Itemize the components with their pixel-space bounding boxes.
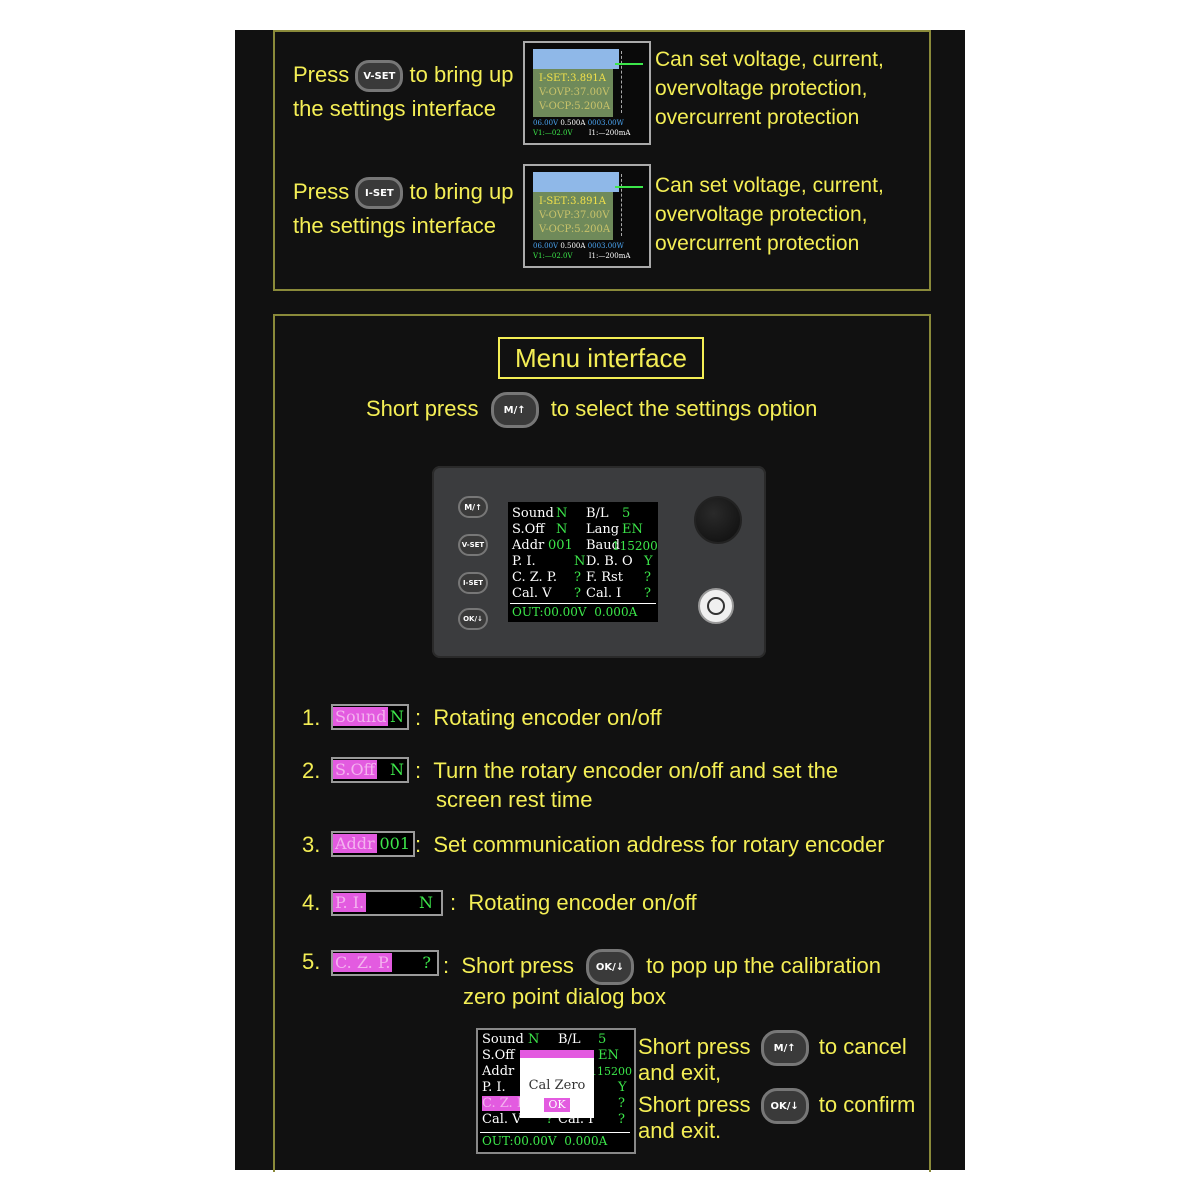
press-tail: to bring up xyxy=(409,61,514,87)
item-desc-cont: screen rest time xyxy=(436,787,593,812)
m-up-key-icon: M/↑ xyxy=(490,392,539,428)
dialog-ok-button[interactable]: OK xyxy=(544,1098,570,1112)
brand-logo-icon xyxy=(698,588,734,624)
cancel-instruction-cont: and exit, xyxy=(638,1060,722,1085)
menu-section xyxy=(273,314,931,1172)
menu-title: Menu interface xyxy=(498,337,704,379)
ok-down-key-icon: OK/↓ xyxy=(585,949,634,985)
cal-output-readout: OUT:00.00V 0.000A xyxy=(482,1134,608,1148)
settings-interface-label: the settings interface xyxy=(293,213,497,238)
press-label: Press xyxy=(293,61,350,87)
mini-screen-2: I-SET:3.891A V-OVP:37.00V V-OCP:5.200A 0… xyxy=(523,164,651,268)
pi-setting-tag: P. I.N xyxy=(331,890,443,916)
press-row-1: Press V-SET to bring up xyxy=(293,60,513,92)
item-desc: : Set communication address for rotary e… xyxy=(415,832,885,857)
device-i-set-button[interactable]: I-SET xyxy=(458,572,488,594)
device-ok-down-button[interactable]: OK/↓ xyxy=(458,608,488,630)
m-up-key-icon: M/↑ xyxy=(760,1030,809,1066)
feature-desc-1: Can set voltage, current, overvoltage pr… xyxy=(655,48,884,129)
press-row-2: Press I-SET to bring up xyxy=(293,177,513,209)
item-desc: : Turn the rotary encoder on/off and set… xyxy=(415,758,839,783)
i-set-key-icon: I-SET xyxy=(355,177,404,209)
v-set-key-icon: V-SET xyxy=(355,60,404,92)
device-m-up-button[interactable]: M/↑ xyxy=(458,496,488,518)
settings-interface-label: the settings interface xyxy=(293,96,497,121)
item-number: 1. xyxy=(302,705,321,730)
press-tail: to bring up xyxy=(409,178,514,204)
ok-down-key-icon: OK/↓ xyxy=(760,1088,809,1124)
item-desc: : Rotating encoder on/off xyxy=(415,705,662,730)
rotary-encoder-knob[interactable] xyxy=(694,496,742,544)
mini-screen-1: I-SET:3.891A V-OVP:37.00V V-OCP:5.200A 0… xyxy=(523,41,651,145)
cal-zero-dialog: Cal Zero OK xyxy=(520,1050,594,1118)
cancel-instruction: Short press M/↑ to cancel xyxy=(638,1030,907,1066)
item-number: 3. xyxy=(302,832,321,857)
item-number: 4. xyxy=(302,890,321,915)
feature-desc-2: Can set voltage, current, overvoltage pr… xyxy=(655,174,884,255)
device-v-set-button[interactable]: V-SET xyxy=(458,534,488,556)
dialog-title: Cal Zero xyxy=(528,1078,586,1093)
confirm-instruction-cont: and exit. xyxy=(638,1118,722,1143)
item-number: 2. xyxy=(302,758,321,783)
item-desc-cont: zero point dialog box xyxy=(463,984,667,1009)
item-number: 5. xyxy=(302,949,321,974)
item-desc: : Short press OK/↓ to pop up the calibra… xyxy=(443,949,881,985)
lcd-output-readout: OUT:00.00V 0.000A xyxy=(512,605,638,619)
press-label: Press xyxy=(293,178,350,204)
menu-instruction: Short press M/↑ to select the settings o… xyxy=(366,392,817,428)
item-desc: : Rotating encoder on/off xyxy=(450,890,697,915)
czp-setting-tag: C. Z. P.? xyxy=(331,950,439,976)
confirm-instruction: Short press OK/↓ to confirm xyxy=(638,1088,915,1124)
settings-section xyxy=(273,30,931,291)
